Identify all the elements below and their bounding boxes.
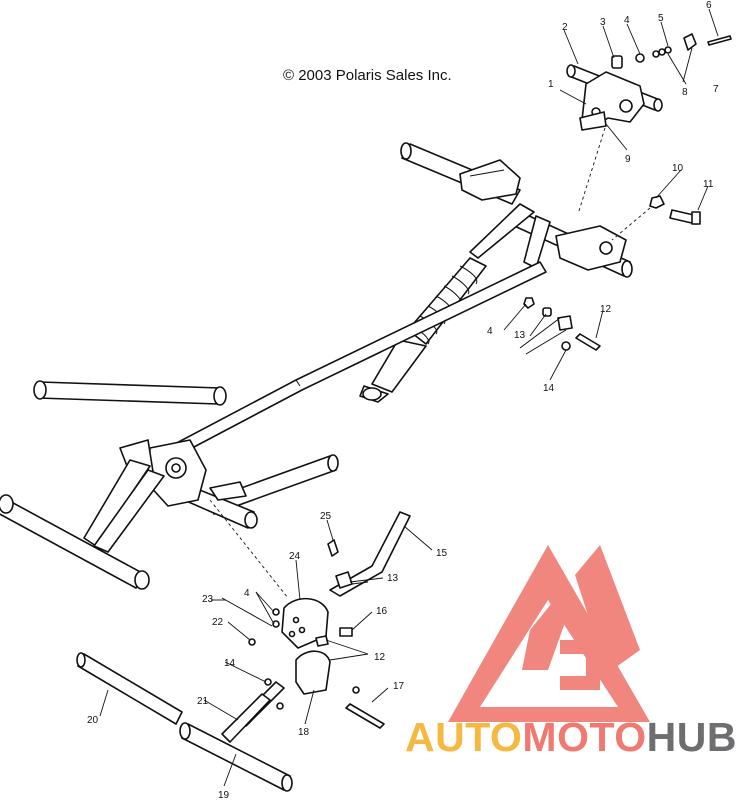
watermark-word-moto: MOTO xyxy=(522,714,647,760)
front-bracket-assembly xyxy=(566,33,732,131)
front-torque-arm xyxy=(400,127,701,278)
rear-arm-exploded xyxy=(76,511,411,792)
callout-21: 21 xyxy=(197,696,209,707)
watermark-wordmark: AUTOMOTOHUB xyxy=(405,714,736,761)
callout-16: 16 xyxy=(376,606,388,617)
leader-lines xyxy=(99,8,719,787)
watermark-word-auto: AUTO xyxy=(405,714,523,760)
callout-22: 22 xyxy=(212,617,224,628)
callout-7: 7 xyxy=(713,84,719,95)
callout-15: 15 xyxy=(436,548,448,559)
callout-13-front: 13 xyxy=(514,330,526,341)
watermark-logo xyxy=(448,545,650,722)
rear-axle-assembly xyxy=(0,380,339,599)
callout-12-rear: 12 xyxy=(374,652,386,663)
watermark-word-hub: HUB xyxy=(646,714,736,760)
callout-10: 10 xyxy=(672,163,684,174)
callout-9: 9 xyxy=(625,154,631,165)
callout-5: 5 xyxy=(658,13,664,24)
watermark-g-shape xyxy=(560,640,600,690)
callout-19: 19 xyxy=(218,790,230,800)
callout-17: 17 xyxy=(393,681,405,692)
callout-12-front: 12 xyxy=(600,304,612,315)
callout-13-rear: 13 xyxy=(387,573,399,584)
callout-4-top: 4 xyxy=(624,15,630,26)
callout-25: 25 xyxy=(320,511,332,522)
callout-24: 24 xyxy=(289,551,301,562)
callout-14-rear: 14 xyxy=(224,658,236,669)
watermark-m-left xyxy=(522,598,566,670)
callout-8: 8 xyxy=(682,87,688,98)
callout-20: 20 xyxy=(87,715,99,726)
callout-1-2: 2 xyxy=(562,22,568,33)
callout-4-rear: 4 xyxy=(244,588,250,599)
copyright-notice: © 2003 Polaris Sales Inc. xyxy=(283,67,452,84)
callout-3: 3 xyxy=(600,17,606,28)
callout-14-front: 14 xyxy=(543,383,555,394)
watermark-m-right xyxy=(575,545,640,670)
callout-18: 18 xyxy=(298,727,310,738)
callout-numbers: 2 3 4 5 6 7 8 1 9 10 11 12 4 13 14 15 25… xyxy=(87,0,719,800)
callout-1: 1 xyxy=(548,79,554,90)
callout-23: 23 xyxy=(202,594,214,605)
callout-4-front: 4 xyxy=(487,326,493,337)
callout-11: 11 xyxy=(703,179,714,190)
front-fasteners xyxy=(519,297,601,355)
scissor-stop-strap xyxy=(151,261,547,467)
callout-6: 6 xyxy=(706,0,712,11)
